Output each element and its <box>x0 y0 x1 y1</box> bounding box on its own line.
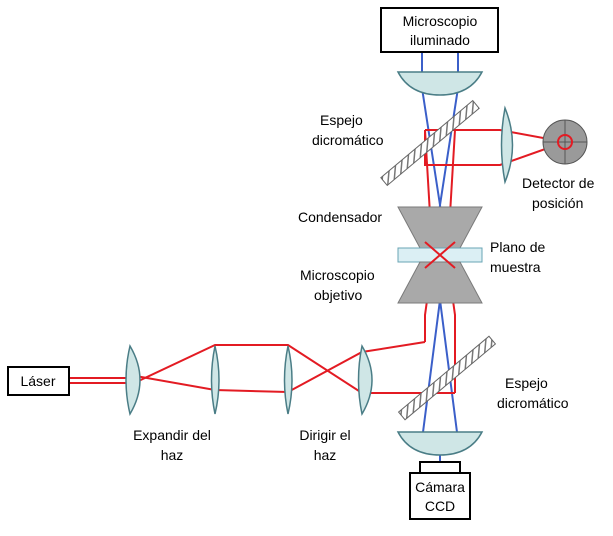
illuminated-microscope-label-1: Microscopio <box>403 13 478 29</box>
objective-label-1: Microscopio <box>300 267 375 283</box>
sample-plane-label-1: Plano de <box>490 239 545 255</box>
laser-label: Láser <box>20 373 55 389</box>
beam-expander-label-2: haz <box>161 447 184 463</box>
beam-expander-label-1: Expandir del <box>133 427 211 443</box>
expander-lens-2 <box>210 345 220 415</box>
detector-lens <box>500 105 514 185</box>
trap-focus <box>424 241 456 269</box>
steering-lens-1 <box>283 345 293 415</box>
illuminated-microscope-box: Microscopio iluminado <box>380 7 499 53</box>
ccd-camera-box: Cámara CCD <box>409 461 471 520</box>
condenser-label: Condensador <box>298 209 382 225</box>
expander-lens-1 <box>125 344 141 416</box>
ccd-camera-label-1: Cámara <box>415 479 465 495</box>
objective-label-2: objetivo <box>314 287 362 303</box>
dichroic-mirror-bottom-label-1: Espejo <box>505 375 548 391</box>
ccd-camera-label-2: CCD <box>425 498 455 514</box>
dichroic-mirror-top-label-2: dicromático <box>312 132 384 148</box>
beam-steering-label-2: haz <box>314 447 337 463</box>
top-lens <box>396 71 484 96</box>
condenser-cone <box>397 206 483 249</box>
laser-box: Láser <box>7 366 70 396</box>
position-detector-label-1: Detector de <box>522 175 595 191</box>
steering-lens-2 <box>357 343 373 417</box>
bottom-lens <box>396 431 484 456</box>
illuminated-microscope-label-2: iluminado <box>410 32 470 48</box>
beam-steering-label-1: Dirigir el <box>299 427 350 443</box>
dichroic-mirror-top <box>380 99 480 187</box>
sample-plane-label-2: muestra <box>490 259 541 275</box>
position-detector <box>542 119 588 165</box>
position-detector-label-2: posición <box>532 195 583 211</box>
dichroic-mirror-top-label-1: Espejo <box>320 112 363 128</box>
dichroic-mirror-bottom-label-2: dicromático <box>497 395 569 411</box>
dichroic-mirror-bottom <box>397 335 497 421</box>
objective-cone <box>397 261 483 304</box>
